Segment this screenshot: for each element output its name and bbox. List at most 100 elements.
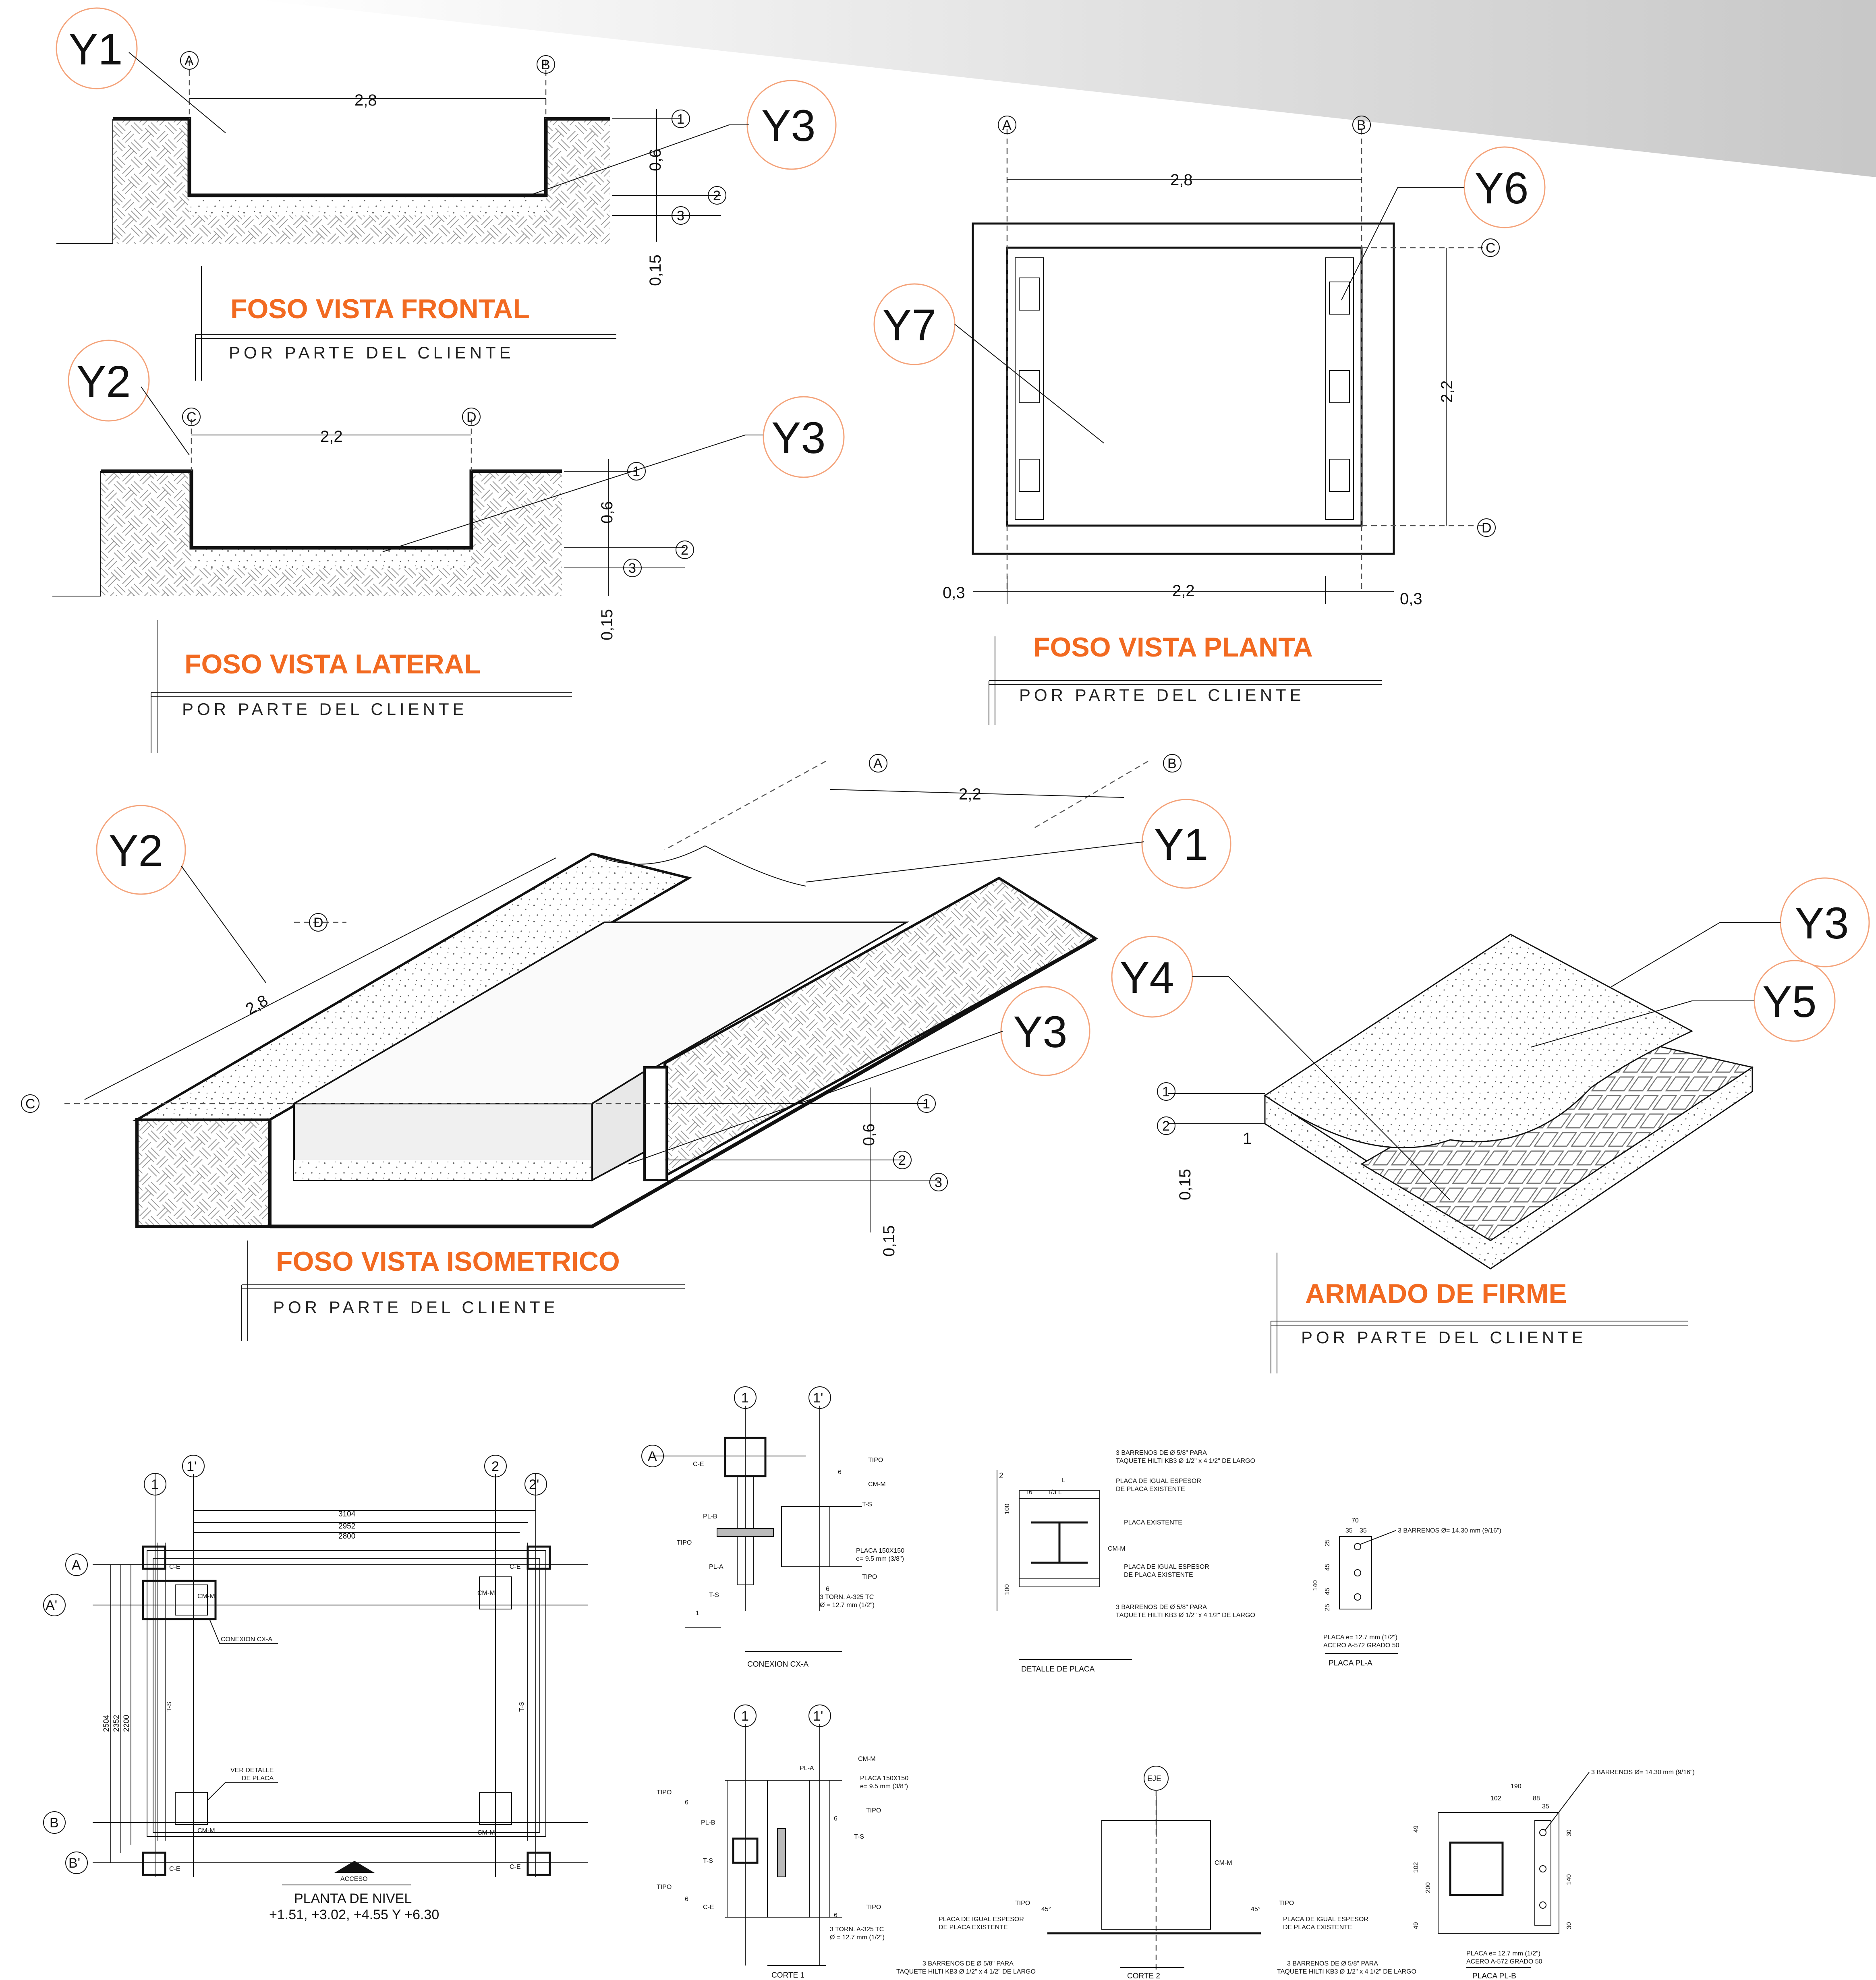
svg-text:A: A	[1002, 118, 1012, 133]
svg-text:T-S: T-S	[518, 1702, 525, 1712]
svg-text:TIPO: TIPO	[677, 1539, 692, 1546]
svg-text:1': 1'	[813, 1390, 823, 1406]
svg-text:1: 1	[696, 1610, 699, 1617]
svg-text:49: 49	[1413, 1922, 1420, 1929]
svg-text:A: A	[72, 1557, 81, 1573]
svg-text:6: 6	[838, 1469, 842, 1476]
svg-text:1/3 L: 1/3 L	[1047, 1489, 1062, 1496]
subtitle-frontal: POR PARTE DEL CLIENTE	[229, 343, 514, 362]
svg-text:CM-M: CM-M	[1108, 1545, 1126, 1552]
svg-text:45°: 45°	[1251, 1906, 1260, 1913]
svg-text:25: 25	[1324, 1539, 1331, 1547]
header-shade	[258, 0, 1876, 177]
corte-2: EJE CM-M TIPO 45° TIPO 45° PLACA DE IGUA…	[896, 1766, 1416, 1980]
svg-text:TIPO: TIPO	[657, 1789, 672, 1796]
iso-front-soil	[135, 1118, 272, 1228]
svg-text:C-E: C-E	[693, 1461, 704, 1468]
svg-text:3: 3	[677, 208, 684, 224]
tag-y7-planta: Y7	[882, 300, 937, 350]
tag-y1-iso: Y1	[1154, 820, 1209, 870]
svg-text:70: 70	[1352, 1517, 1359, 1524]
svg-text:T-S: T-S	[854, 1833, 864, 1840]
svg-text:DE PLACA EXISTENTE: DE PLACA EXISTENTE	[1283, 1924, 1352, 1931]
subtitle-firme: POR PARTE DEL CLIENTE	[1301, 1328, 1587, 1347]
svg-text:CM-M: CM-M	[477, 1829, 495, 1836]
svg-text:C-E: C-E	[169, 1866, 180, 1872]
frontal-slab	[189, 195, 546, 215]
svg-text:2800: 2800	[338, 1532, 355, 1541]
svg-text:T-S: T-S	[709, 1592, 719, 1599]
iso-top-left-rim	[132, 852, 692, 1121]
title-conexion-cx-a: CONEXION CX-A	[747, 1660, 808, 1669]
tag-y2-iso: Y2	[109, 826, 163, 876]
svg-text:B: B	[1357, 118, 1366, 133]
svg-text:2: 2	[681, 543, 688, 558]
svg-text:3: 3	[628, 561, 636, 576]
lateral-pit-outline	[101, 469, 562, 550]
tag-y3-frontal: Y3	[761, 101, 816, 151]
svg-text:3 BARRENOS DE Ø 5/8" PARA: 3 BARRENOS DE Ø 5/8" PARA	[1116, 1450, 1207, 1456]
svg-text:3 TORN. A-325 TC: 3 TORN. A-325 TC	[820, 1594, 874, 1601]
tag-y1-frontal: Y1	[68, 25, 123, 74]
svg-text:6: 6	[685, 1896, 688, 1903]
svg-text:2: 2	[1162, 1118, 1170, 1134]
svg-text:PL-A: PL-A	[709, 1564, 723, 1570]
svg-text:2,2: 2,2	[1172, 582, 1195, 600]
svg-text:PL-A: PL-A	[800, 1765, 814, 1772]
svg-text:L: L	[1061, 1477, 1065, 1484]
svg-text:2,8: 2,8	[1170, 171, 1193, 189]
frontal-soil-left	[113, 119, 189, 244]
svg-text:2: 2	[999, 1472, 1003, 1480]
svg-text:35: 35	[1345, 1527, 1353, 1534]
svg-text:2': 2'	[529, 1477, 539, 1492]
svg-text:Ø = 12.7 mm (1/2"): Ø = 12.7 mm (1/2")	[820, 1602, 875, 1609]
title-lateral: FOSO VISTA LATERAL	[184, 649, 481, 679]
title-corte-1: CORTE 1	[771, 1971, 804, 1980]
svg-text:B': B'	[68, 1856, 80, 1871]
svg-text:D: D	[1482, 520, 1492, 536]
planta-left-rail	[1015, 257, 1044, 520]
svg-text:102: 102	[1413, 1862, 1420, 1873]
tag-y3-lateral: Y3	[771, 413, 826, 463]
svg-text:Ø = 12.7 mm (1/2"): Ø = 12.7 mm (1/2")	[830, 1934, 885, 1941]
tag-y5-firme: Y5	[1762, 977, 1817, 1027]
svg-text:DE PLACA EXISTENTE: DE PLACA EXISTENTE	[1124, 1572, 1193, 1578]
svg-text:0,3: 0,3	[943, 584, 965, 602]
frontal-dim-width: 2,8	[354, 91, 377, 109]
svg-text:30: 30	[1566, 1922, 1573, 1929]
planta-view: A B C D 2,8 2,2 2,2 0,3 0,3 Y6 Y7 FOSO V…	[873, 116, 1546, 725]
placa-pl-a: 70 35 35 140 25 45 45 25 3 BARRENOS Ø= 1…	[1312, 1517, 1501, 1667]
svg-text:C: C	[25, 1096, 35, 1112]
svg-text:PLACA DE IGUAL ESPESOR: PLACA DE IGUAL ESPESOR	[1116, 1478, 1201, 1485]
svg-text:e= 9.5 mm (3/8"): e= 9.5 mm (3/8")	[860, 1783, 908, 1790]
title-isometrico: FOSO VISTA ISOMETRICO	[276, 1246, 620, 1277]
planta-right-rail	[1325, 257, 1354, 520]
svg-text:A: A	[648, 1449, 657, 1464]
svg-text:TAQUETE HILTI KB3 Ø 1/2" x 4 1: TAQUETE HILTI KB3 Ø 1/2" x 4 1/2" DE LAR…	[1277, 1968, 1416, 1975]
title-detalle-placa: DETALLE DE PLACA	[1021, 1665, 1095, 1673]
svg-text:0,6: 0,6	[860, 1123, 878, 1146]
title-planta-nivel: PLANTA DE NIVEL	[294, 1891, 412, 1906]
svg-text:2: 2	[491, 1459, 499, 1474]
svg-text:DE PLACA EXISTENTE: DE PLACA EXISTENTE	[939, 1924, 1008, 1931]
svg-text:PLACA DE IGUAL ESPESOR: PLACA DE IGUAL ESPESOR	[1124, 1564, 1209, 1570]
svg-text:VER DETALLE: VER DETALLE	[230, 1767, 274, 1774]
svg-text:C-E: C-E	[169, 1564, 180, 1570]
svg-text:TAQUETE HILTI KB3 Ø 1/2" x 4 1: TAQUETE HILTI KB3 Ø 1/2" x 4 1/2" DE LAR…	[1116, 1458, 1255, 1464]
svg-text:CM-M: CM-M	[868, 1481, 886, 1488]
svg-text:2,8: 2,8	[243, 992, 271, 1018]
subtitle-lateral: POR PARTE DEL CLIENTE	[182, 700, 468, 719]
svg-text:A': A'	[46, 1598, 57, 1613]
frontal-pit-outline	[113, 117, 610, 197]
svg-text:190: 190	[1511, 1783, 1522, 1790]
title-planta: FOSO VISTA PLANTA	[1033, 632, 1313, 663]
svg-text:C: C	[1486, 240, 1496, 256]
svg-text:TAQUETE HILTI KB3 Ø 1/2" x 4 1: TAQUETE HILTI KB3 Ø 1/2" x 4 1/2" DE LAR…	[896, 1968, 1036, 1975]
isometric-view: A B D C 2,2 2,8 1 2 3 0,6 0,15 Y2 Y1 Y3 …	[21, 754, 1231, 1341]
svg-text:PLACA 150X150: PLACA 150X150	[856, 1547, 904, 1554]
tag-y6-planta: Y6	[1474, 164, 1529, 213]
svg-text:T-S: T-S	[862, 1501, 872, 1508]
svg-text:DE PLACA: DE PLACA	[242, 1775, 274, 1782]
svg-text:0,3: 0,3	[1400, 590, 1422, 608]
svg-text:TAQUETE HILTI KB3 Ø 1/2" x 4 1: TAQUETE HILTI KB3 Ø 1/2" x 4 1/2" DE LAR…	[1116, 1612, 1255, 1619]
